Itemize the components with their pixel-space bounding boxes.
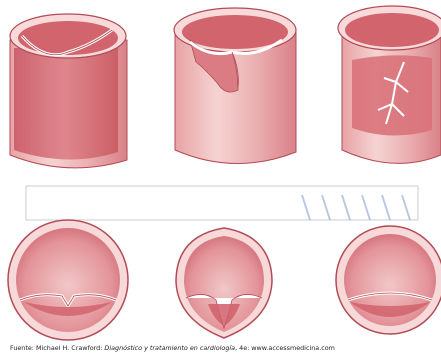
source-caption: Fuente: Michael H. Crawford: Diagnóstico…	[10, 344, 335, 353]
tube-middle	[174, 8, 296, 164]
disc-middle	[176, 228, 272, 338]
disc-left	[8, 220, 128, 340]
tube-right	[338, 6, 441, 163]
tube-left	[10, 14, 127, 168]
middle-panel	[26, 186, 418, 220]
caption-title: Diagnóstico y tratamiento en cardiología	[104, 344, 235, 352]
caption-prefix: Fuente: Michael H. Crawford:	[10, 344, 104, 352]
caption-suffix: , 4e: www.accessmedicina.com	[235, 344, 335, 352]
disc-right	[336, 226, 441, 334]
